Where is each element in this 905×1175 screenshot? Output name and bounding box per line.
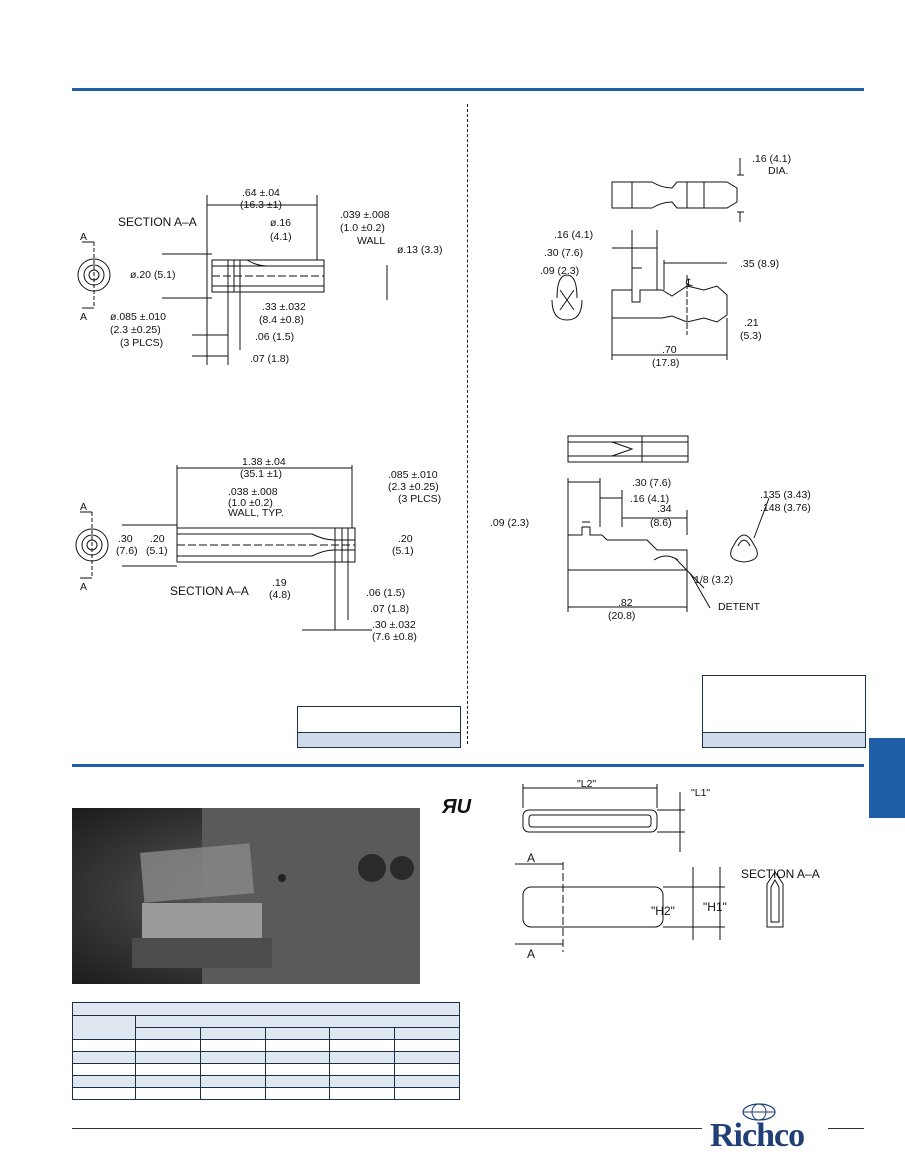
mid-right-drawing: .30 (7.6) .16 (4.1) .34 (8.6) .09 (2.3) …	[490, 435, 811, 622]
footer-rule	[72, 1128, 702, 1129]
dim-overall-mm: (16.3 ±1)	[240, 199, 282, 211]
l1-label: "L1"	[691, 787, 710, 799]
dim-16: .16 (4.1)	[554, 229, 593, 241]
section-a-top: A	[527, 851, 535, 865]
section-label: SECTION A–A	[170, 584, 249, 598]
dim-70: .70	[662, 344, 677, 356]
h1-label: "H1"	[703, 900, 727, 914]
ul-mark: ЯU	[442, 796, 472, 818]
detent-label: DETENT	[718, 601, 761, 613]
dim-dia085: .085 ±.010	[388, 469, 438, 481]
globe-icon	[742, 1103, 776, 1121]
dim-30-mm: (7.6 ±0.8)	[372, 631, 417, 643]
dim-06: .06 (1.5)	[255, 331, 294, 343]
dim-34-mm: (8.6)	[650, 517, 672, 529]
dim-135: .135 (3.43)	[760, 489, 811, 501]
section-a-top: A	[80, 501, 87, 513]
section-a-top: A	[80, 231, 87, 243]
dim-od20-mm: (5.1)	[146, 545, 168, 557]
dim-od20: .20	[150, 533, 165, 545]
dim-dia20: ø.20 (5.1)	[130, 269, 176, 281]
footer-rule-right	[828, 1128, 864, 1129]
dim-148: .148 (3.76)	[760, 502, 811, 514]
dim-dia16: ø.16	[270, 217, 291, 229]
section-a-bottom: A	[80, 581, 87, 593]
dim-07: .07 (1.8)	[250, 353, 289, 365]
dim-16: .16 (4.1)	[630, 493, 669, 505]
dim-82-mm: (20.8)	[608, 610, 635, 622]
header-rule	[72, 88, 864, 91]
section-label: SECTION A–A	[741, 867, 820, 881]
mid-left-drawing: 1.38 ±.04 (35.1 ±1) .038 ±.008 (1.0 ±0.2…	[75, 456, 441, 643]
dim-1-8: 1/8 (3.2)	[694, 574, 733, 586]
dim-dia-word: DIA.	[768, 165, 788, 177]
dim-30: .30 ±.032	[372, 619, 416, 631]
dim-wall-typ: WALL, TYP.	[228, 507, 284, 519]
bottom-right-drawing: "L2" "L1" A A "H2" "H1" SECTION A–A	[515, 778, 820, 961]
dim-overall: .64 ±.04	[242, 187, 280, 199]
dim-30: .30 (7.6)	[544, 247, 583, 259]
dim-r20-mm: (5.1)	[392, 545, 414, 557]
dim-07: .07 (1.8)	[370, 603, 409, 615]
dim-82: .82	[618, 597, 633, 609]
dim-dia13: ø.13 (3.3)	[397, 244, 443, 256]
dim-plcs: (3 PLCS)	[120, 337, 163, 349]
dim-70-mm: (17.8)	[652, 357, 679, 369]
dim-wall-mm: (1.0 ±0.2)	[340, 222, 385, 234]
dim-dia085-mm: (2.3 ±0.25)	[388, 481, 439, 493]
top-left-drawing: SECTION A–A A A .64 ±.04 (16.3 ±1) ø.16 …	[77, 187, 443, 365]
dim-dia16-mm: (4.1)	[270, 231, 292, 243]
spec-box-right	[702, 675, 866, 748]
dim-09: .09 (2.3)	[490, 517, 529, 529]
dim-wall-word: WALL	[357, 235, 385, 247]
dim-wall-mm: (1.0 ±0.2)	[228, 497, 273, 509]
dim-overall: 1.38 ±.04	[242, 456, 286, 468]
h2-label: "H2"	[651, 904, 675, 918]
dim-wall: .038 ±.008	[228, 486, 278, 498]
dim-plcs: (3 PLCS)	[398, 493, 441, 505]
section-a-bottom: A	[80, 311, 87, 323]
section-a-bottom: A	[527, 947, 535, 961]
dim-r20: .20	[398, 533, 413, 545]
dim-30: .30 (7.6)	[632, 477, 671, 489]
side-tab	[869, 738, 905, 818]
dim-34: .34	[657, 503, 672, 515]
dim-19-mm: (4.8)	[269, 589, 291, 601]
section-rule	[72, 764, 864, 767]
column-divider	[467, 104, 468, 744]
dim-len33-mm: (8.4 ±0.8)	[259, 314, 304, 326]
product-photo	[72, 808, 420, 984]
centerline: ℄	[685, 277, 693, 289]
logo-text: Richco	[710, 1117, 805, 1154]
dim-overall-mm: (35.1 ±1)	[240, 468, 282, 480]
dim-dia16: .16 (4.1)	[752, 153, 791, 165]
dim-wall: .039 ±.008	[340, 209, 390, 221]
dim-od30-mm: (7.6)	[116, 545, 138, 557]
section-label: SECTION A–A	[118, 215, 197, 229]
dim-21: .21	[744, 317, 759, 329]
dim-09: .09 (2.3)	[540, 265, 579, 277]
dim-od30: .30	[118, 533, 133, 545]
dim-21-mm: (5.3)	[740, 330, 762, 342]
dim-35: .35 (8.9)	[740, 258, 779, 270]
dim-dia085-mm: (2.3 ±0.25)	[110, 324, 161, 336]
top-right-drawing: .16 (4.1) DIA. .16 (4.1) .30 (7.6) .09 (…	[540, 153, 791, 369]
dim-len33: .33 ±.032	[262, 301, 306, 313]
l2-label: "L2"	[577, 778, 596, 790]
richco-logo: Richco	[706, 1103, 824, 1159]
dim-06: .06 (1.5)	[366, 587, 405, 599]
dim-19: .19	[272, 577, 287, 589]
dim-dia085: ø.085 ±.010	[110, 311, 166, 323]
spec-box-left	[297, 706, 461, 748]
spec-table	[72, 1002, 460, 1100]
